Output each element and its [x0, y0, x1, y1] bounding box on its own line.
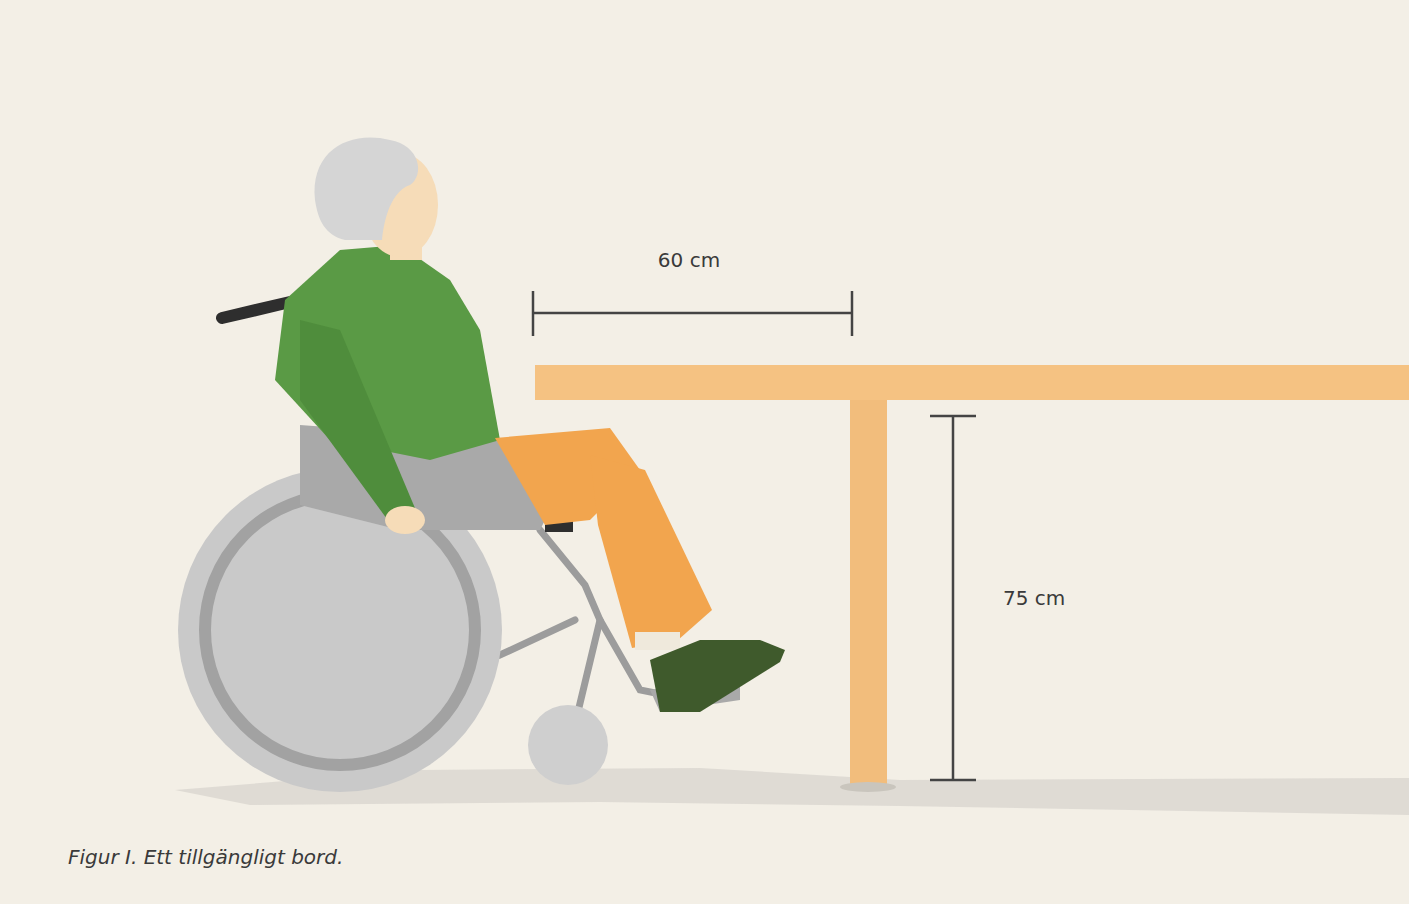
arm: [300, 320, 420, 530]
width-dimension: 60 cm: [658, 248, 720, 272]
shoe: [650, 640, 785, 712]
hair: [315, 138, 419, 241]
sock: [635, 632, 680, 650]
hand: [385, 506, 425, 534]
figure-caption: Figur I. Ett tillgängligt bord.: [68, 845, 343, 869]
table-top: [535, 365, 1409, 400]
height-dimension: 75 cm: [1003, 586, 1065, 610]
leg-foot-shadow: [840, 782, 896, 792]
table-leg: [850, 399, 887, 786]
dimension-lines: [533, 291, 976, 780]
caster-wheel: [528, 705, 608, 785]
shin: [590, 455, 712, 648]
hand-rim: [205, 495, 475, 765]
